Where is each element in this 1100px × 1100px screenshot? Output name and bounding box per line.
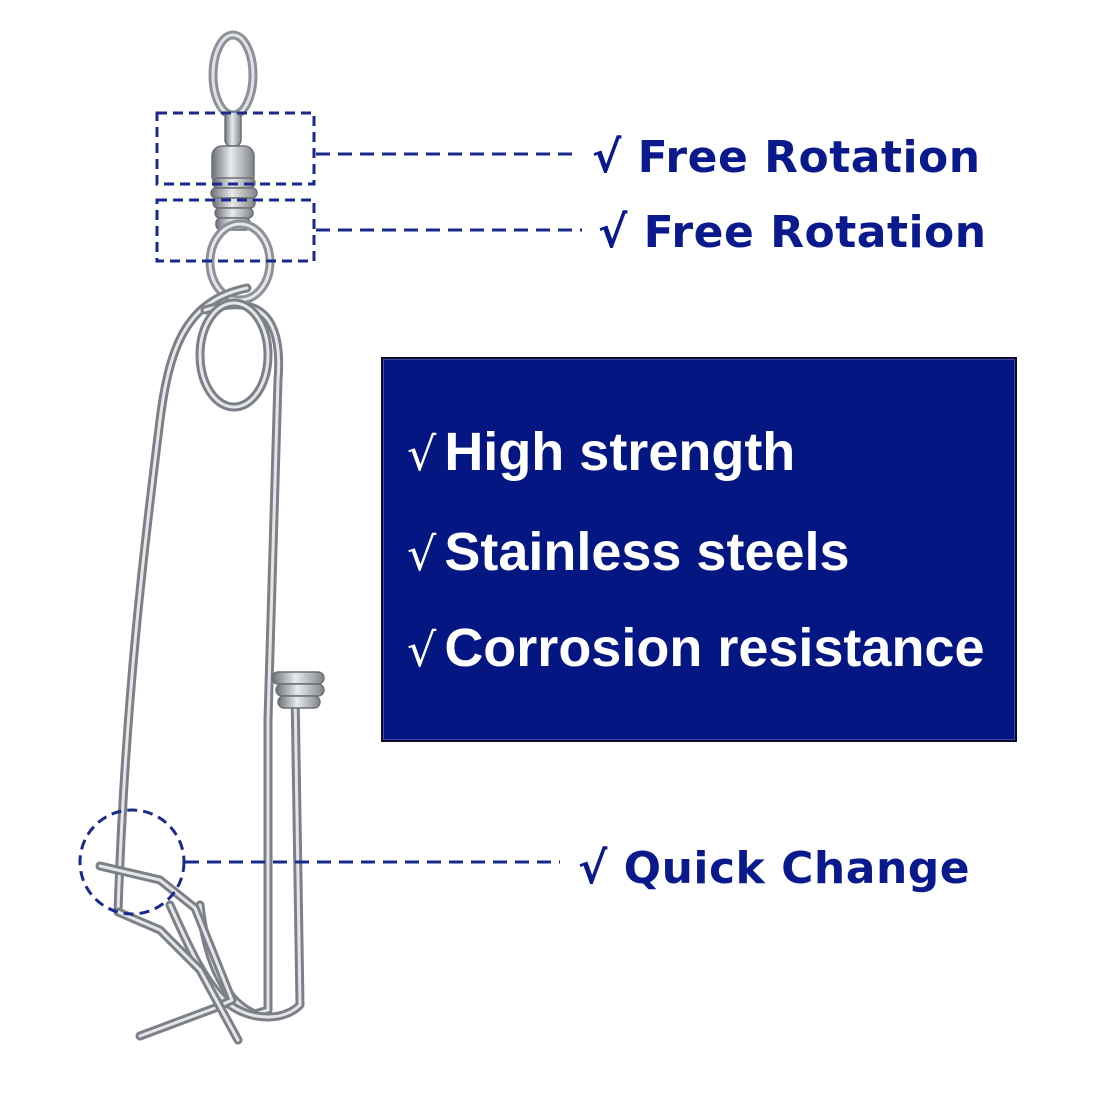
feature-label: High strength [444, 422, 796, 482]
clip-coil-icon [271, 671, 325, 709]
feature-high-strength: √High strength [407, 425, 795, 479]
check-icon: √ [407, 527, 437, 581]
clip-ring-icon [195, 298, 273, 412]
check-icon: √ [407, 623, 437, 677]
feature-label: Stainless steels [444, 522, 850, 582]
callout-free-rotation-coil: √ Free Rotation [598, 207, 987, 258]
highlight-box-swivel [155, 111, 316, 186]
callout-quick-change: √ Quick Change [578, 843, 971, 894]
callout-free-rotation-swivel: √ Free Rotation [592, 132, 981, 183]
swivel-eye-icon [208, 30, 258, 147]
snap-clip-wire-icon [95, 283, 305, 1045]
feature-panel: √High strength √Stainless steels √Corros… [381, 357, 1017, 742]
highlight-circle-quick-change [78, 808, 186, 916]
feature-stainless-steels: √Stainless steels [407, 525, 850, 579]
highlight-box-coil [155, 198, 316, 263]
feature-label: Corrosion resistance [444, 618, 985, 678]
feature-corrosion-resistance: √Corrosion resistance [407, 621, 985, 675]
check-icon: √ [407, 427, 437, 481]
leader-lines [185, 152, 582, 864]
